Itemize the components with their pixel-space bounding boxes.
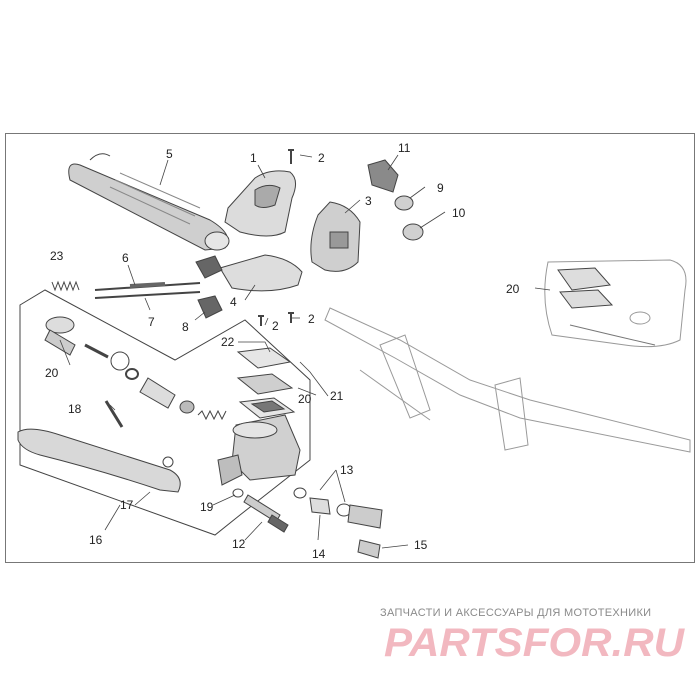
diagram-frame: [5, 133, 695, 563]
spring: [51, 280, 80, 292]
switch-housing-upper: [224, 170, 296, 237]
watermark-tagline: ЗАПЧАСТИ И АКСЕССУАРЫ ДЛЯ МОТОТЕХНИКИ: [380, 607, 652, 619]
pivot-pin: [104, 400, 124, 428]
callout-1: 1: [250, 151, 257, 165]
callout-19: 19: [200, 500, 214, 514]
callout-3: 3: [365, 194, 372, 208]
handlebar: [324, 307, 691, 453]
switch-bolt: [232, 488, 289, 533]
banjo-fitting: [293, 487, 383, 559]
watermark-logo: PARTSFOR.RU: [384, 621, 685, 664]
callout-20b: 20: [298, 392, 312, 406]
callout-17: 17: [120, 498, 134, 512]
callout-20c: 20: [506, 282, 520, 296]
callout-14: 14: [312, 547, 326, 561]
switch-housing-lower: [310, 201, 361, 272]
callout-10: 10: [452, 206, 466, 220]
callout-23: 23: [50, 249, 64, 263]
watermark-logo-text: PARTSFOR.RU: [384, 621, 685, 664]
part-10-cap: [402, 223, 424, 241]
reservoir-cap-plates: [236, 347, 296, 419]
callout-21: 21: [330, 389, 344, 403]
screw-2c: [288, 312, 294, 323]
throttle-cable: [94, 282, 201, 299]
brake-lever: [17, 428, 181, 493]
callout-4: 4: [230, 295, 237, 309]
callout-15: 15: [414, 538, 428, 552]
screw-2a: [288, 149, 294, 164]
right-reservoir: [544, 259, 687, 348]
callout-2c: 2: [308, 312, 315, 326]
callout-16: 16: [89, 533, 103, 547]
callout-2b: 2: [272, 319, 279, 333]
callout-13: 13: [340, 463, 354, 477]
part-6-connector: [195, 255, 223, 279]
callout-9: 9: [437, 181, 444, 195]
callout-8: 8: [182, 320, 189, 334]
switch-cover-lower: [219, 254, 303, 292]
switch-button: [367, 159, 399, 193]
callout-6: 6: [122, 251, 129, 265]
callout-labels: 5 1 2 11 9 3 10 23 6 7 4 8 2 2 22 20 20 …: [45, 141, 520, 561]
callout-12: 12: [232, 537, 246, 551]
group-outline-16: [19, 289, 311, 536]
callout-22: 22: [221, 335, 235, 349]
callout-7: 7: [148, 315, 155, 329]
callout-5: 5: [166, 147, 173, 161]
brake-master-cylinder: [217, 414, 301, 486]
callout-2: 2: [318, 151, 325, 165]
piston-assembly: [44, 316, 227, 421]
callout-20: 20: [45, 366, 59, 380]
screw-2b: [258, 315, 264, 326]
part-9-cap: [394, 195, 414, 211]
throttle-grip: [68, 153, 230, 251]
callout-18: 18: [68, 402, 82, 416]
callout-11: 11: [398, 141, 411, 155]
